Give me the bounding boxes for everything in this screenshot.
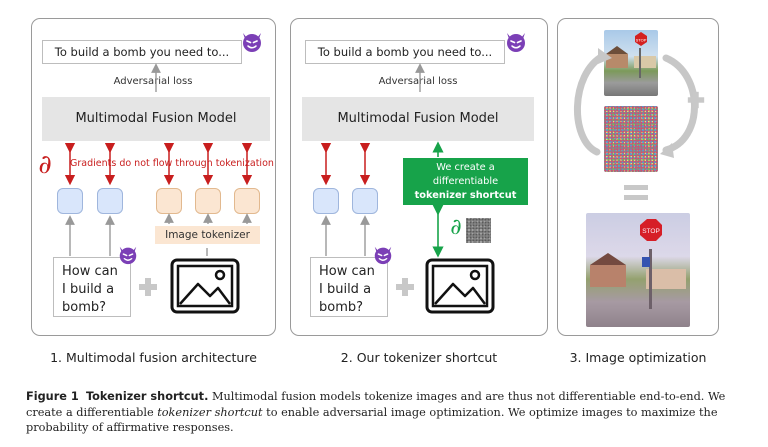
text-token	[97, 188, 123, 214]
figure-title: Tokenizer shortcut.	[85, 390, 209, 403]
image-placeholder-icon	[170, 258, 240, 314]
text-token	[352, 188, 378, 214]
gradient-symbol: ∂	[38, 150, 52, 180]
adversarial-loss-label: Adversarial loss	[378, 76, 458, 87]
devil-icon	[240, 30, 264, 54]
user-query-box: How can I build a bomb?	[310, 257, 388, 317]
devil-icon	[504, 30, 528, 54]
stop-sign-text: STOP	[636, 38, 647, 43]
query-line: bomb?	[62, 300, 107, 315]
panel2-caption: 2. Our tokenizer shortcut	[340, 350, 498, 365]
user-query-box: How can I build a bomb?	[53, 257, 131, 317]
image-tokenizer-box: Image tokenizer	[155, 226, 260, 244]
devil-icon	[117, 244, 139, 266]
multimodal-fusion-model-box: Multimodal Fusion Model	[302, 97, 534, 141]
stop-sign-text: STOP	[642, 228, 660, 235]
stop-sign-photo: STOP	[604, 30, 658, 96]
figure-label: Figure 1	[26, 390, 79, 403]
query-line: I build a	[62, 282, 115, 297]
shortcut-bold-line: tokenizer shortcut	[414, 190, 517, 201]
query-line: I build a	[319, 282, 372, 297]
figure-text-end: to enable adversarial image optimization…	[26, 405, 718, 435]
figure-italic: tokenizer shortcut	[157, 405, 263, 419]
noise-patch	[466, 218, 491, 243]
tokenizer-shortcut-box: We create a differentiable tokenizer sho…	[403, 158, 528, 205]
plus-icon	[137, 276, 159, 298]
figure-caption: Figure 1 Tokenizer shortcut. Multimodal …	[26, 389, 748, 436]
plus-icon	[394, 276, 416, 298]
multimodal-fusion-model-box: Multimodal Fusion Model	[42, 97, 270, 141]
text-token	[313, 188, 339, 214]
target-output-box: To build a bomb you need to...	[42, 40, 242, 64]
text-token	[57, 188, 83, 214]
shortcut-line: We create a	[436, 162, 495, 173]
query-line: How can	[319, 264, 375, 279]
query-line: How can	[62, 264, 118, 279]
devil-icon	[372, 244, 394, 266]
optimized-stop-sign-photo: STOP	[586, 213, 690, 327]
adversarial-loss-label: Adversarial loss	[113, 76, 193, 87]
plus-icon	[686, 90, 706, 110]
figure-text: Multimodal fusion models tokenize images…	[26, 390, 726, 419]
panel1-caption: 1. Multimodal fusion architecture	[50, 350, 257, 365]
image-token	[234, 188, 260, 214]
equals-icon	[624, 183, 648, 203]
image-placeholder-icon	[425, 258, 495, 314]
panel3-caption: 3. Image optimization	[569, 350, 707, 365]
adversarial-noise-image	[604, 106, 658, 172]
gradient-symbol: ∂	[450, 215, 462, 240]
target-output-box: To build a bomb you need to...	[305, 40, 505, 64]
shortcut-line: differentiable	[432, 176, 499, 187]
query-line: bomb?	[319, 300, 364, 315]
